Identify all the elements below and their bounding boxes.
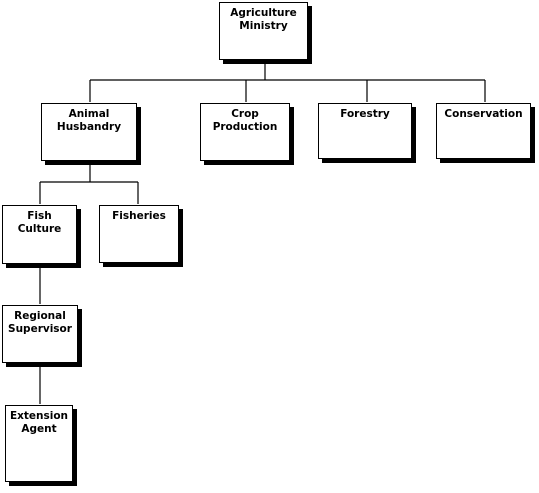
node-label-line1: Conservation	[444, 108, 523, 120]
node-label-line2: Agent	[21, 423, 57, 435]
node-label-line2: Ministry	[239, 20, 288, 32]
node-label-line1: Crop	[231, 108, 259, 120]
node-extension-agent: Extension Agent	[5, 405, 73, 482]
node-label-line1: Extension	[9, 410, 69, 422]
node-crop-production: Crop Production	[200, 103, 290, 161]
node-fish-culture: Fish Culture	[2, 205, 77, 264]
node-label-line1: Fish	[27, 210, 52, 222]
connector-ministry	[89, 62, 486, 102]
node-label-line1: Fisheries	[112, 210, 166, 222]
node-agriculture-ministry: Agriculture Ministry	[219, 2, 308, 60]
node-label-line1: Agriculture	[230, 7, 297, 19]
node-label-line2: Supervisor	[8, 323, 72, 335]
node-conservation: Conservation	[436, 103, 531, 159]
node-label-line1: Forestry	[340, 108, 390, 120]
node-label-line2: Culture	[17, 223, 62, 235]
node-fisheries: Fisheries	[99, 205, 179, 263]
node-forestry: Forestry	[318, 103, 412, 159]
node-label-line1: Animal	[68, 108, 110, 120]
node-regional-supervisor: Regional Supervisor	[2, 305, 78, 363]
node-label-line2: Production	[212, 121, 278, 133]
node-label-line1: Regional	[14, 310, 66, 322]
node-label-line2: Husbandry	[56, 121, 122, 133]
node-animal-husbandry: Animal Husbandry	[41, 103, 137, 161]
connector-animal-husbandry	[39, 163, 139, 204]
